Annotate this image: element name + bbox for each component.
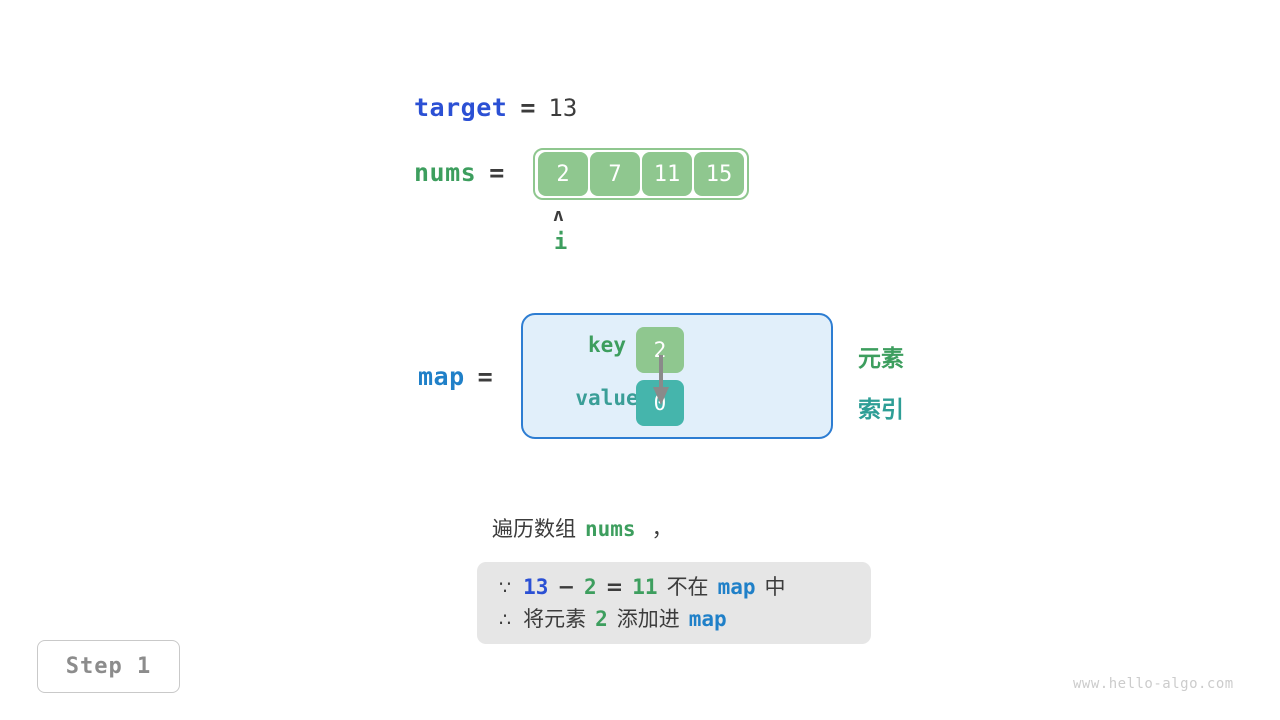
target-variable-name: target <box>414 93 508 122</box>
map-value-label: value <box>575 386 639 410</box>
nums-variable-name: nums <box>414 158 477 187</box>
explanation-target-value: 13 <box>523 575 549 599</box>
map-equals-sign: = <box>477 362 493 391</box>
legend-element-label: 元素 <box>858 346 904 372</box>
explanation-minus-sign: − <box>557 575 575 599</box>
target-declaration: target = 13 <box>414 93 577 122</box>
explanation-keyword-map-2: map <box>688 607 727 631</box>
explanation-box: ∵ 13 − 2 = 11 不在 map 中 ∴ 将元素 2 添加进 map <box>477 562 871 644</box>
step-badge: Step 1 <box>37 640 180 693</box>
nums-array-container: 2 7 11 15 <box>533 148 749 200</box>
explanation-current-element: 2 <box>584 575 597 599</box>
explanation-equals-sign: = <box>605 575 624 599</box>
caption-text: 遍历数组 nums ， <box>492 513 673 543</box>
array-cell[interactable]: 11 <box>642 152 692 196</box>
caption-keyword-nums: nums <box>585 517 636 541</box>
nums-equals-sign: = <box>489 158 505 187</box>
explanation-keyword-map: map <box>717 575 756 599</box>
explanation-add-into-text: 添加进 <box>616 607 680 631</box>
explanation-line-1: ∵ 13 − 2 = 11 不在 map 中 <box>499 572 849 604</box>
map-key-label: key <box>588 333 626 357</box>
explanation-complement-value: 11 <box>632 575 658 599</box>
map-container: key value 2 0 <box>521 313 833 439</box>
map-declaration: map = <box>418 362 493 391</box>
map-value-cell[interactable]: 0 <box>636 380 684 426</box>
caption-suffix: ， <box>651 517 673 541</box>
because-symbol: ∵ <box>499 577 512 599</box>
index-pointer-label: i <box>554 230 568 255</box>
index-pointer-caret-icon: ʌ <box>553 205 564 226</box>
therefore-symbol: ∴ <box>499 609 512 631</box>
explanation-added-value: 2 <box>595 607 608 631</box>
target-value: 13 <box>548 94 578 122</box>
explanation-line-2: ∴ 将元素 2 添加进 map <box>499 604 849 636</box>
watermark: www.hello-algo.com <box>1073 676 1234 692</box>
array-cell[interactable]: 15 <box>694 152 744 196</box>
target-equals-sign: = <box>520 93 536 122</box>
explanation-not-in-text: 不在 <box>666 575 709 599</box>
nums-declaration: nums = <box>414 158 504 187</box>
caption-prefix: 遍历数组 <box>492 517 576 541</box>
explanation-in-text: 中 <box>764 575 786 599</box>
map-key-cell[interactable]: 2 <box>636 327 684 373</box>
array-cell[interactable]: 2 <box>538 152 588 196</box>
map-variable-name: map <box>418 362 465 391</box>
explanation-add-element-text: 将元素 <box>523 607 587 631</box>
array-cell[interactable]: 7 <box>590 152 640 196</box>
legend-index-label: 索引 <box>858 397 904 423</box>
